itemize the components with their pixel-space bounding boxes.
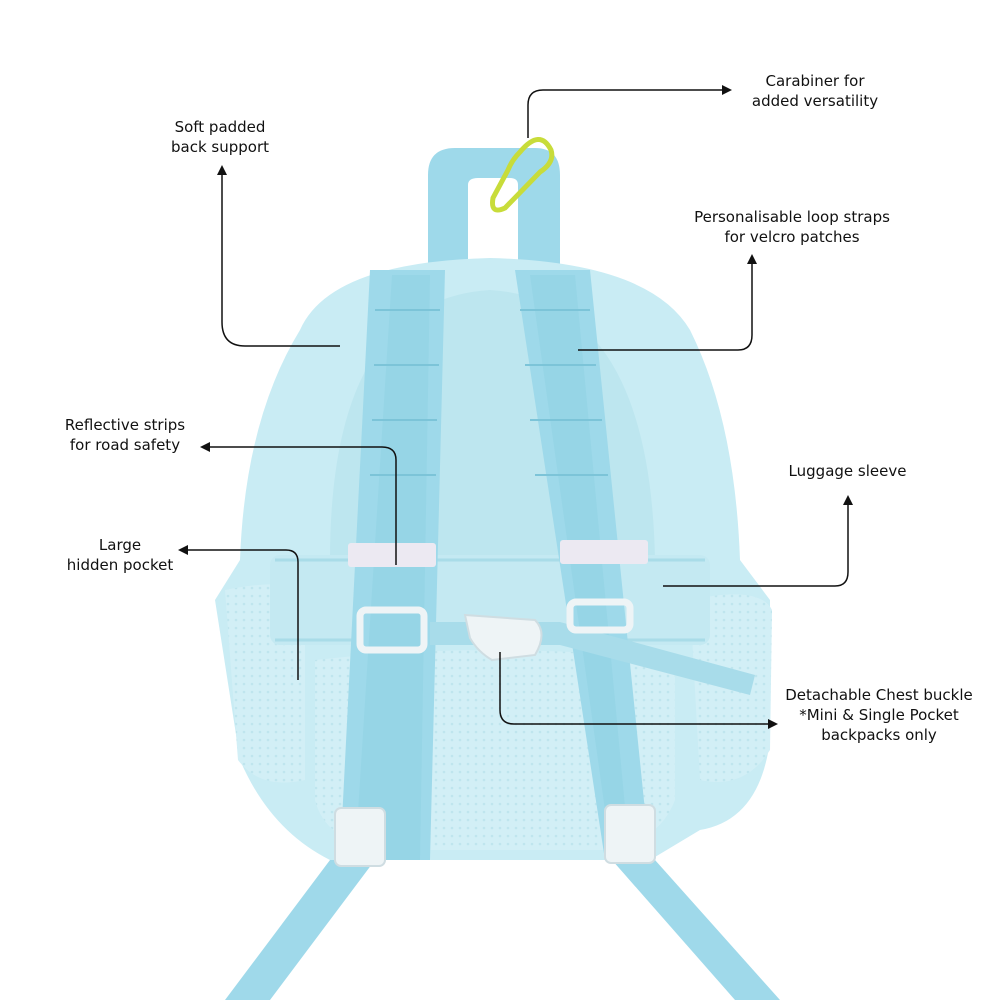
- chest-buckle: [463, 613, 543, 662]
- back-support-connector: [217, 165, 340, 347]
- right-reflective-strip: [560, 540, 648, 564]
- right-lower-strap: [612, 860, 780, 1000]
- loop-straps-connector: [578, 254, 757, 351]
- left-strap-adjuster: [356, 606, 428, 654]
- annotation-hidden-pocket-line2: hidden pocket: [66, 556, 174, 574]
- annotation-reflective-line1: Reflective strips: [64, 416, 186, 434]
- annotation-reflective-line2: for road safety: [69, 436, 181, 454]
- annotation-hidden-pocket-line1: Large: [98, 536, 142, 554]
- annotation-loop-straps-line2: for velcro patches: [724, 228, 860, 246]
- right-strap-adjuster: [566, 598, 634, 634]
- annotation-chest-buckle: Detachable Chest buckle *Mini & Single P…: [770, 685, 988, 745]
- carabiner-connector: [527, 85, 732, 138]
- right-shoulder-strap: [515, 270, 650, 860]
- hidden-pocket-connector: [178, 545, 299, 680]
- annotation-luggage: Luggage sleeve: [775, 461, 920, 481]
- loop-strap-stitches: [370, 309, 608, 476]
- top-handle: [428, 148, 560, 265]
- annotation-loop-straps-line1: Personalisable loop straps: [694, 208, 890, 226]
- annotation-connectors: [178, 85, 853, 729]
- annotation-back-support: Soft padded back support: [150, 117, 290, 157]
- annotation-back-support-line2: back support: [170, 138, 269, 156]
- right-bottom-clip: [604, 804, 656, 864]
- left-reflective-strip: [348, 543, 436, 567]
- annotation-chest-buckle-line3: backpacks only: [821, 726, 937, 744]
- annotation-carabiner-line2: added versatility: [751, 92, 879, 110]
- annotation-back-support-line1: Soft padded: [174, 118, 266, 136]
- annotation-hidden-pocket: Large hidden pocket: [50, 535, 190, 575]
- annotation-chest-buckle-line2: *Mini & Single Pocket: [799, 706, 959, 724]
- carabiner: [490, 137, 555, 213]
- backpack-illustration: [215, 137, 780, 1000]
- annotation-carabiner: Carabiner for added versatility: [735, 71, 895, 111]
- left-bottom-clip: [334, 807, 386, 867]
- reflective-connector: [200, 442, 397, 565]
- annotation-chest-buckle-line1: Detachable Chest buckle: [785, 686, 973, 704]
- left-lower-strap: [225, 860, 375, 1000]
- annotation-luggage-line1: Luggage sleeve: [788, 462, 907, 480]
- annotation-reflective: Reflective strips for road safety: [45, 415, 205, 455]
- chest-buckle-connector: [499, 652, 778, 729]
- annotation-loop-straps: Personalisable loop straps for velcro pa…: [672, 207, 912, 247]
- annotation-carabiner-line1: Carabiner for: [765, 72, 865, 90]
- luggage-connector: [663, 495, 853, 587]
